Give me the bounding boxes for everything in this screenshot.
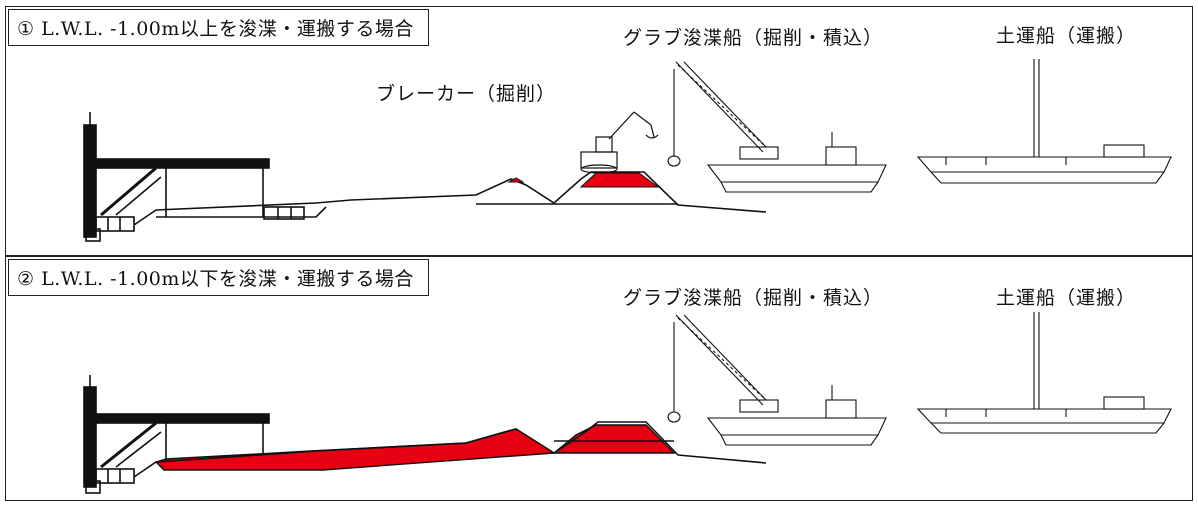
dredge-area-main [579,172,660,188]
case-1-diagram [83,59,1172,242]
grab-dredger-icon [667,314,887,446]
case-1-panel: ① L.W.L. -1.00m以上を浚渫・運搬する場合 ブレーカー（掘削） グラ… [5,6,1193,256]
excavator-icon [580,111,659,174]
seabed-profile [133,421,767,478]
case-1-title: ① L.W.L. -1.00m以上を浚渫・運搬する場合 [8,9,429,46]
case-2-diagram [83,312,1172,494]
hopper-barge-icon [916,312,1172,434]
dredge-area-small [507,177,525,183]
hopper-barge-label: 土運船（運搬） [996,287,1137,309]
hopper-barge-icon [916,59,1172,184]
quay-wall [83,112,305,242]
grab-dredger-icon [667,61,887,193]
grab-dredger-label: グラブ浚渫船（掘削・積込） [623,27,884,49]
seabed-profile [133,171,767,226]
case-2-panel: ② L.W.L. -1.00m以下を浚渫・運搬する場合 グラブ浚渫船（掘削・積込… [5,256,1193,501]
grab-dredger-label: グラブ浚渫船（掘削・積込） [623,287,884,309]
breaker-label: ブレーカー（掘削） [376,83,557,105]
hopper-barge-label: 土運船（運搬） [996,25,1137,47]
dredge-area [154,424,676,471]
quay-wall [83,375,270,494]
case-2-title: ② L.W.L. -1.00m以下を浚渫・運搬する場合 [8,259,429,296]
